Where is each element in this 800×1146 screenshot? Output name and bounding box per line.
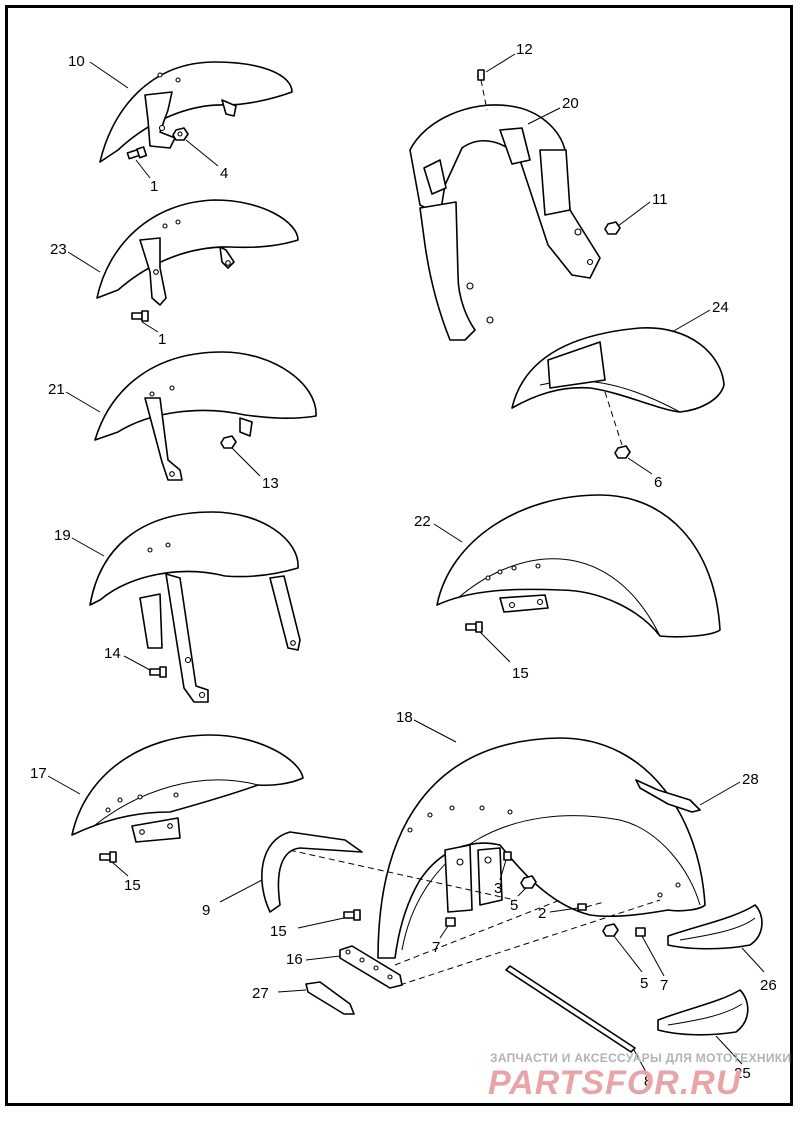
callout-10: 10 (68, 53, 85, 70)
callout-8: 8 (644, 1073, 652, 1090)
rod-8 (505, 965, 636, 1053)
callout-9: 9 (202, 902, 210, 919)
fender-10 (99, 61, 293, 163)
fender-24 (511, 327, 725, 446)
screw-1b (131, 310, 149, 322)
emblem-27 (305, 981, 355, 1015)
callout-12: 12 (516, 41, 533, 58)
emblem-28 (635, 779, 701, 813)
screw-15c (343, 909, 361, 921)
callout-14: 14 (104, 645, 121, 662)
screw-15b (99, 851, 117, 863)
fender-22 (436, 494, 721, 638)
watermark-tagline: ЗАПЧАСТИ И АКСЕССУАРЫ ДЛЯ МОТОТЕХНИКИ (490, 1051, 791, 1065)
nut-11 (604, 221, 621, 235)
callout-24: 24 (712, 299, 729, 316)
callout-19: 19 (54, 527, 71, 544)
callout-23: 23 (50, 241, 67, 258)
nut-5b (602, 923, 619, 937)
watermark-logo: PARTSFOR.RU (488, 1064, 742, 1102)
leader-lines (47, 53, 765, 1073)
callout-1: 1 (150, 178, 158, 195)
callout-5: 5 (510, 897, 518, 914)
callout-22: 22 (414, 513, 431, 530)
callout-7: 7 (432, 939, 440, 956)
callout-20: 20 (562, 95, 579, 112)
lens-26 (667, 904, 763, 950)
nut-4 (172, 127, 189, 141)
callout-6: 6 (654, 474, 662, 491)
fender-19 (89, 511, 301, 703)
screw-1a (126, 146, 148, 160)
screw-2 (577, 901, 605, 911)
callout-2: 2 (538, 905, 546, 922)
callout-4: 4 (220, 165, 228, 182)
emblem-16 (339, 945, 403, 989)
callout-17: 17 (30, 765, 47, 782)
callout-15: 15 (124, 877, 141, 894)
watermark: ЗАПЧАСТИ И АКСЕССУАРЫ ДЛЯ МОТОТЕХНИКИ PA… (488, 1051, 791, 1102)
callout-15: 15 (512, 665, 529, 682)
screw-15a (465, 621, 483, 633)
screw-12 (477, 69, 488, 111)
lens-25 (657, 989, 749, 1036)
screw-13 (220, 435, 237, 449)
callout-7: 7 (660, 977, 668, 994)
callout-numbers: 10 4 1 23 1 21 13 19 14 12 20 11 24 6 22… (30, 41, 777, 1090)
callout-13: 13 (262, 475, 279, 492)
clip-7a (445, 917, 456, 927)
callout-18: 18 (396, 709, 413, 726)
screw-14 (149, 666, 167, 678)
callout-3: 3 (494, 880, 502, 897)
nut-6 (614, 445, 631, 459)
callout-5: 5 (640, 975, 648, 992)
callout-16: 16 (286, 951, 303, 968)
callout-26: 26 (760, 977, 777, 994)
fender-18 (279, 737, 706, 986)
fender-17 (71, 734, 304, 843)
nut-5a (520, 875, 537, 889)
fender-21 (94, 351, 317, 481)
callout-1: 1 (158, 331, 166, 348)
clip-7b (635, 927, 646, 937)
callout-11: 11 (652, 191, 668, 208)
clip-3 (503, 851, 512, 861)
callout-25: 25 (734, 1065, 751, 1082)
callout-27: 27 (252, 985, 269, 1002)
fender-23 (96, 199, 299, 306)
bracket-20 (409, 104, 601, 341)
rail-9 (261, 831, 363, 913)
callout-28: 28 (742, 771, 759, 788)
callout-21: 21 (48, 381, 65, 398)
callout-15: 15 (270, 923, 287, 940)
